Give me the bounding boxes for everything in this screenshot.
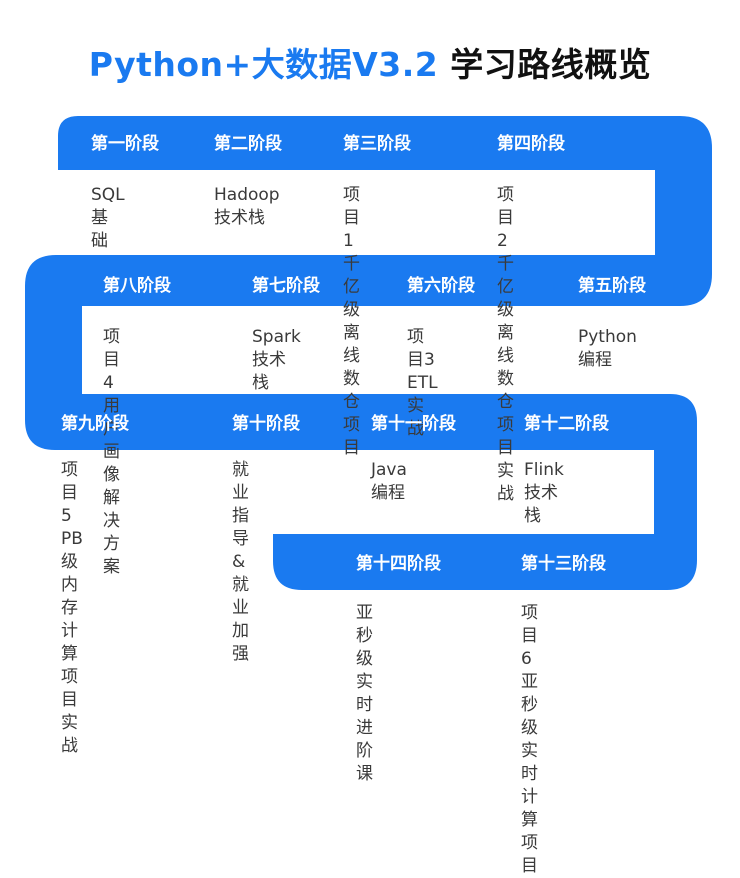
stage-content: 项目4 用户画 像解决方案 (103, 327, 120, 577)
stage-content: SQL基础 (91, 185, 125, 251)
title-main: Python+大数据V3.2 (88, 45, 439, 84)
stage-label: 第一阶段 (91, 134, 159, 154)
stage-content: 项目5 PB级内存 计算项目实战 (61, 460, 83, 756)
stage-content: 项目2 千亿级离 线数仓项目实战 (497, 185, 514, 504)
stage-content: Java编程 (371, 460, 407, 503)
stage-label: 第二阶段 (214, 134, 282, 154)
stage-label: 第九阶段 (61, 414, 129, 434)
stage-label: 第十阶段 (232, 414, 300, 434)
stage-content: Hadoop 技术栈 (214, 185, 280, 228)
stage-content: Python编程 (578, 327, 637, 370)
title-sub: 学习路线概览 (450, 45, 652, 84)
page-title: Python+大数据V3.2 学习路线概览 (0, 38, 740, 86)
stage-content: 亚秒级实时 进阶课 (356, 603, 373, 784)
stage-label: 第三阶段 (343, 134, 411, 154)
stage-label: 第十四阶段 (356, 554, 441, 574)
stage-label: 第八阶段 (103, 276, 171, 296)
stage-content: Spark技术栈 (252, 327, 301, 393)
stage-content: Flink技术栈 (524, 460, 564, 526)
stage-label: 第十一阶段 (371, 414, 456, 434)
stage-content: 项目3 ETL实战 (407, 327, 438, 439)
stage-content: 项目1 千亿级 离线数仓项目 (343, 185, 360, 458)
roadmap-path (25, 116, 712, 590)
stage-label: 第十二阶段 (524, 414, 609, 434)
stage-label: 第四阶段 (497, 134, 565, 154)
stage-label: 第五阶段 (578, 276, 646, 296)
stage-label: 第六阶段 (407, 276, 475, 296)
path-track (25, 116, 712, 590)
stage-content: 就业指导& 就业加强 (232, 460, 249, 664)
stage-label: 第十三阶段 (521, 554, 606, 574)
stage-label: 第七阶段 (252, 276, 320, 296)
stage-content: 项目6 亚秒级 实时计算项目 (521, 603, 538, 876)
